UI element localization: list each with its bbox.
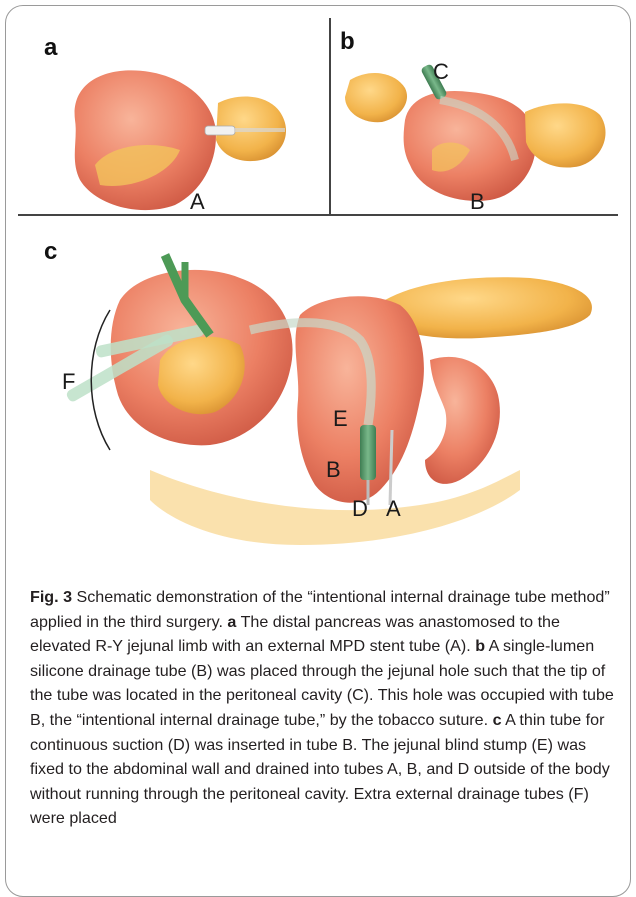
panel-a-letter: a	[44, 34, 57, 62]
panel-b-letter: b	[340, 28, 355, 56]
panel-c-label-a: A	[386, 496, 401, 522]
panel-b-label-b: B	[470, 189, 485, 215]
panel-c-label-d: D	[352, 496, 368, 522]
panel-c-letter: c	[44, 238, 57, 266]
panel-c-label-e: E	[333, 406, 348, 432]
surgical-illustration	[0, 0, 636, 580]
caption-b-letter: b	[475, 637, 485, 655]
panel-c-art	[65, 255, 592, 545]
panel-a-label-a: A	[190, 189, 205, 215]
panel-a-art	[75, 70, 286, 210]
figure-caption: Fig. 3 Schematic demonstration of the “i…	[30, 585, 615, 831]
panel-b-label-c: C	[433, 59, 449, 85]
figure-label: Fig. 3	[30, 588, 72, 606]
panel-c-label-f: F	[62, 369, 75, 395]
caption-c-letter: c	[493, 711, 502, 729]
caption-a-letter: a	[227, 613, 236, 631]
panel-b-art	[345, 63, 606, 201]
panel-c-label-b: B	[326, 457, 341, 483]
